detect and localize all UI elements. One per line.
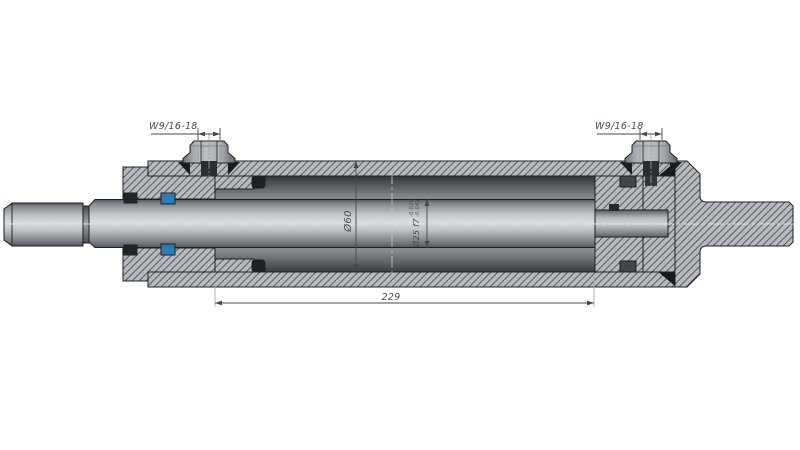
wiper-seal-top [123,192,138,204]
dimension-bore-diameter [353,161,359,271]
piston-seal-bottom [619,260,637,273]
centerlines [8,172,796,277]
dimension-port-left [151,128,221,140]
rod-retainer [609,204,619,211]
weld-left [620,162,632,175]
weld-right [670,162,682,175]
gland-oring-top [251,175,266,189]
rod-seal-top [160,192,176,205]
rod-seal-bottom [160,243,176,256]
port-left-thread-label: W9/16-18 [149,121,198,132]
port-right [620,133,682,186]
bore-diameter-label: Ø60 [342,210,354,232]
rod-diameter-tolerance: -0.020 -0.041 [409,198,421,217]
port-right-thread-label: W9/16-18 [595,121,644,132]
weld-bottom [659,272,675,286]
port-left [178,133,240,186]
dimension-length [214,274,595,307]
rod-diameter-value: Ø25 f7 [411,218,421,248]
gland-oring-bottom [251,259,266,273]
length-label: 229 [381,292,401,303]
rod-diameter-label: Ø25 f7 -0.020 -0.041 [409,191,422,255]
dimension-rod-diameter [424,199,430,248]
wiper-seal-bottom [123,244,138,256]
weld-right [228,162,240,175]
dimension-port-right [597,128,663,140]
cylinder-barrel [147,160,676,288]
weld-left [178,162,190,175]
piston-seal-top [619,175,637,188]
